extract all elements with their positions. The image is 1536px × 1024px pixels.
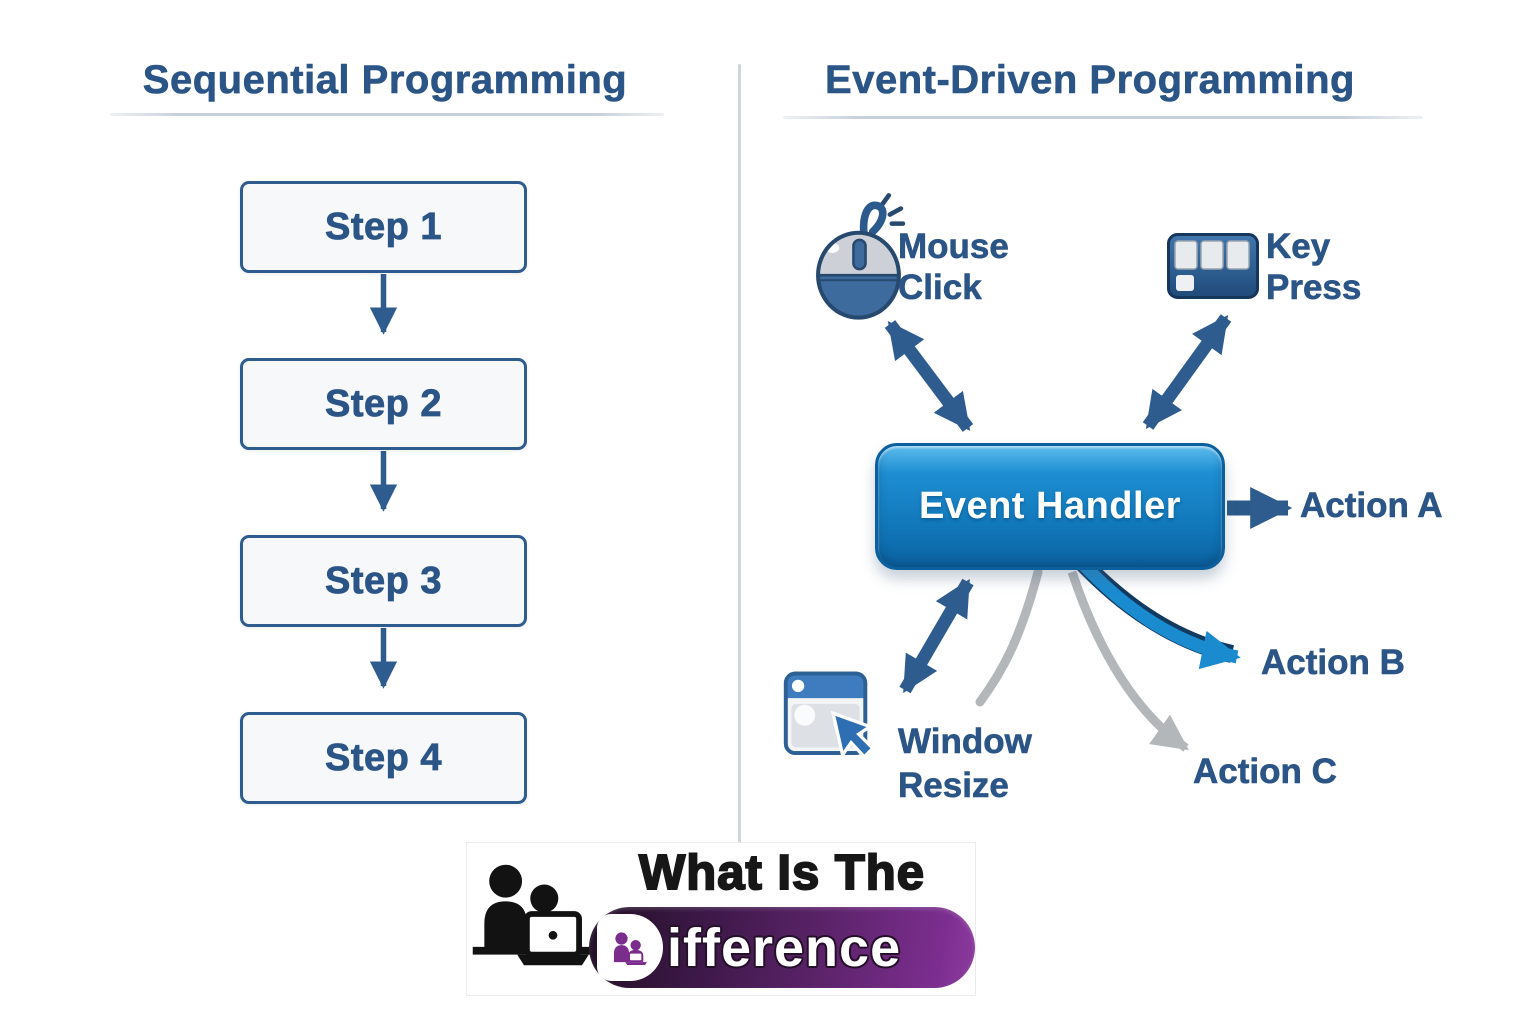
logo-difference-pill: D ifference [589,907,975,988]
difference-d-icon: D [597,914,663,981]
logo-line1: What Is The [638,845,925,901]
step-1-label: Step 1 [324,205,443,248]
step-4-box: Step 4 [240,712,527,804]
what-is-the-difference-logo: What Is The D ifference [467,843,975,995]
sequential-programming-title: Sequential Programming [142,58,628,103]
arrow-action-b [1078,559,1241,670]
step-3-label: Step 3 [324,559,443,602]
action-a-label: Action A [1300,486,1443,526]
double-arrow-keypress-handler [1142,314,1232,430]
mini-people-icon [613,931,647,965]
action-c-label: Action C [1193,752,1337,792]
step-3-box: Step 3 [240,535,527,627]
mouse-click-icon [816,193,906,320]
difference-rest: ifference [667,918,902,978]
panel-divider [738,64,741,846]
people-at-desk-icon [472,864,601,966]
arrow-action-c [1067,570,1189,752]
event-handler-label: Event Handler [918,485,1182,527]
window-resize-label: Window Resize [898,722,1032,806]
step-2-box: Step 2 [240,358,527,450]
event-handler-box: Event Handler [875,443,1225,570]
action-b-label: Action B [1261,643,1405,683]
step-1-box: Step 1 [240,181,527,273]
double-arrow-window-handler [899,578,974,694]
double-arrow-mouse-handler [884,320,974,432]
event-driven-programming-title: Event-Driven Programming [825,58,1355,103]
step-4-label: Step 4 [324,736,443,779]
mouse-click-label: Mouse Click [898,227,1009,308]
window-resize-icon [783,671,876,760]
left-title-underline [110,113,664,116]
gray-curve-left [975,567,1043,707]
right-title-underline [783,116,1423,119]
step-2-label: Step 2 [324,382,443,425]
key-press-label: Key Press [1266,227,1362,308]
keyboard-icon [1167,233,1259,299]
